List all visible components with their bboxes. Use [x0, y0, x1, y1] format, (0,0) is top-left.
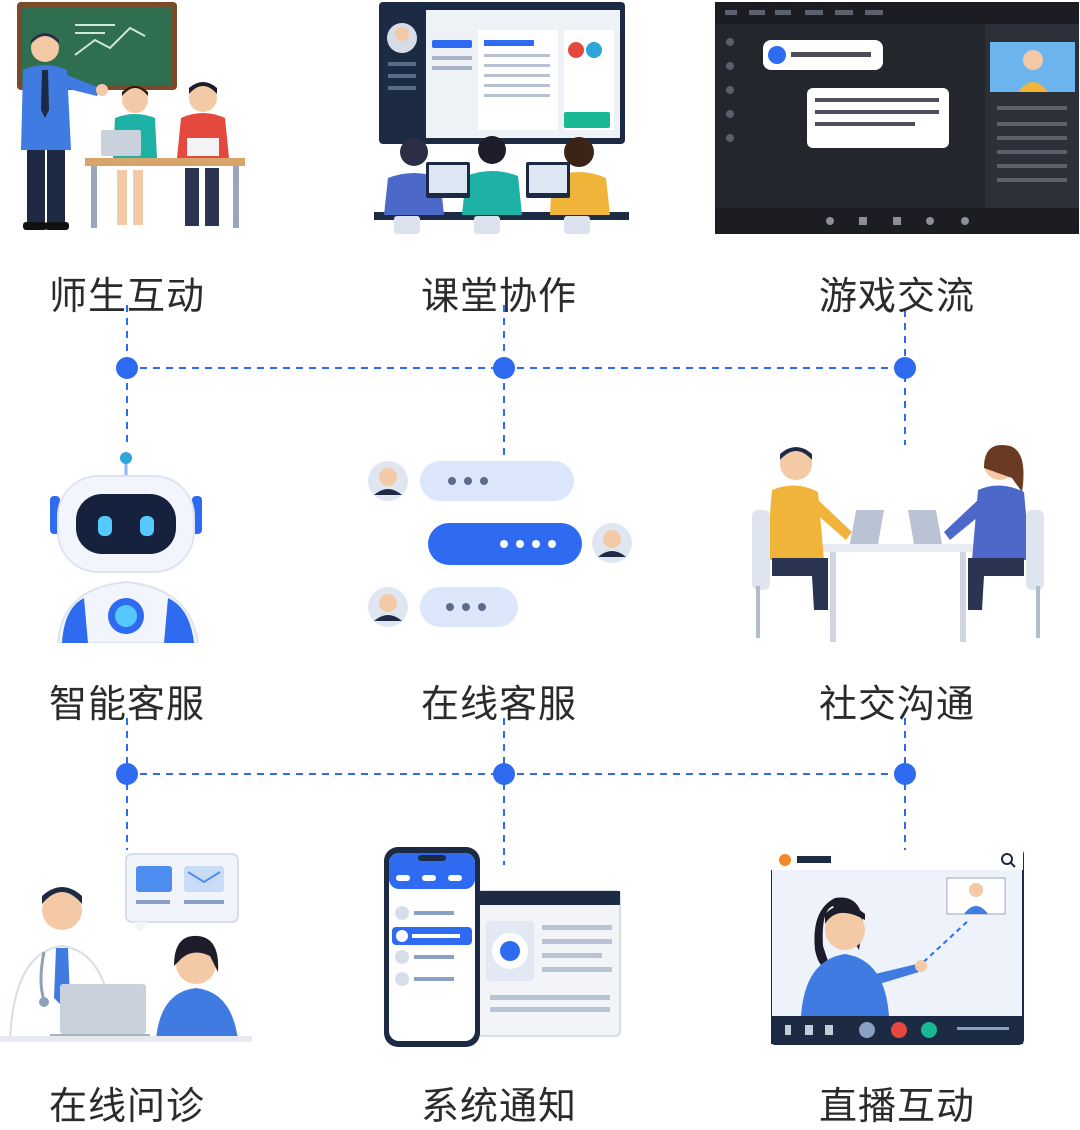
connector-node: [116, 357, 138, 379]
label-online-consultation: 在线问诊: [48, 1084, 205, 1128]
connector-node: [493, 357, 515, 379]
label-online-customer-service: 在线客服: [420, 682, 577, 726]
label-teacher-student: 师生互动: [48, 274, 205, 318]
label-game-chat: 游戏交流: [818, 274, 975, 318]
classroom-collaboration-illustration: [374, 2, 629, 234]
label-social-communication: 社交沟通: [818, 682, 975, 726]
label-system-notification: 系统通知: [420, 1084, 577, 1128]
live-streaming-illustration: [771, 850, 1024, 1045]
label-ai-customer-service: 智能客服: [48, 682, 205, 726]
teacher-student-illustration: [17, 2, 245, 230]
online-consultation-illustration: [0, 853, 252, 1042]
game-chat-illustration: [715, 2, 1079, 234]
system-notification-illustration: [384, 847, 621, 1047]
connector-node: [894, 357, 916, 379]
online-service-chat-illustration: [368, 461, 632, 627]
label-classroom-collaboration: 课堂协作: [420, 274, 577, 318]
connector-node: [116, 763, 138, 785]
ai-robot-illustration: [50, 452, 202, 643]
label-live-interaction: 直播互动: [818, 1084, 975, 1128]
social-communication-illustration: [752, 444, 1044, 642]
connector-node: [894, 763, 916, 785]
connector-node: [493, 763, 515, 785]
